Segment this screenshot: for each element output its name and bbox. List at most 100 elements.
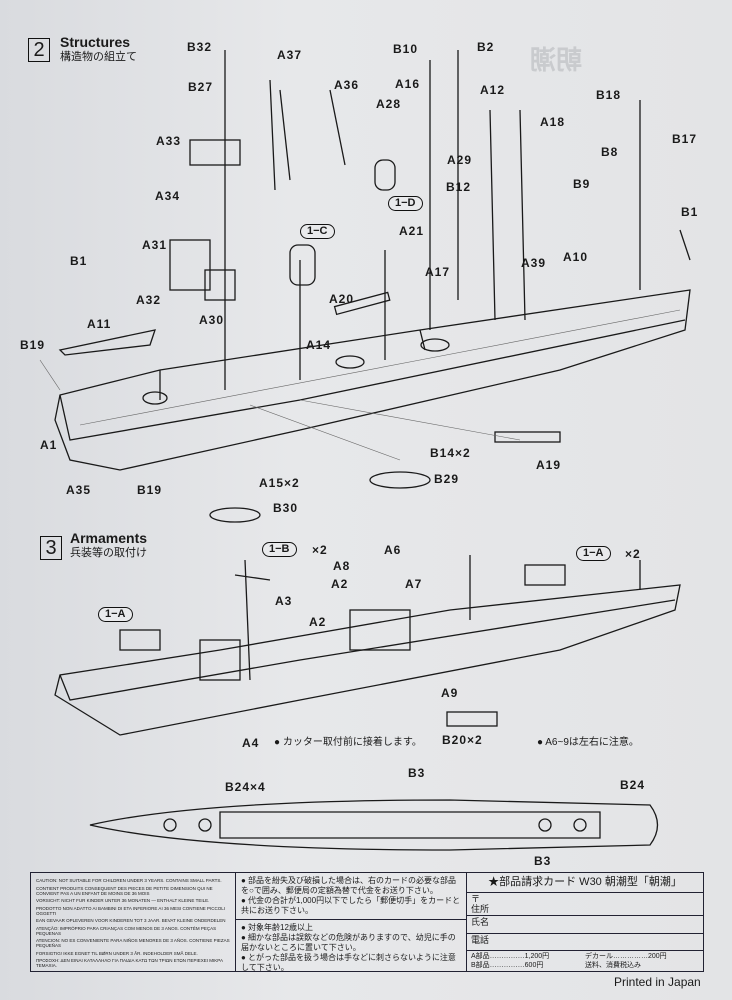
price-item: B部品……………600円 [471,962,544,969]
caution-text: PRODOTTO NON ADATTO AI BAMBINI DI ETA IN… [36,905,225,916]
part-label: A35 [66,483,92,497]
part-label: B3 [408,766,426,780]
ship-plan-view [89,799,659,851]
part-label: B10 [393,42,419,56]
part-label: A11 [87,317,112,331]
part-label: A20 [329,292,355,306]
part-label: A19 [536,458,562,472]
part-label: A14 [306,338,332,352]
part-label: A1 [40,438,58,452]
part-label: A39 [521,256,547,270]
multiplier: ×2 [312,543,328,557]
note: ● 代金の合計が1,000円以下でしたら「郵便切手」をカードと共にお送り下さい。 [241,896,461,915]
price-item: A部品……………1,200円 [471,953,550,960]
phone-field[interactable]: 電話 [467,934,703,951]
caution-text: ATENÇÃO: IMPRÓPRIO PARA CRIANÇAS COM MEN… [36,925,217,936]
request-form: ★部品請求カード W30 朝潮型「朝潮」 〒住所 氏名 電話 A部品……………1… [467,873,703,971]
part-label: B18 [596,88,622,102]
note: ● 細かな部品は誤飲などの危険がありますので、幼児に手の届かないところに置いて下… [241,933,456,952]
part-label: A37 [277,48,303,62]
subassembly-pill: 1−A [98,607,133,622]
part-label: A2 [309,615,327,629]
subassembly-pill: 1−B [262,542,297,557]
part-label: A9 [441,686,459,700]
caution-text: EAN GEVAAR OPLEVEREN VOOR KINDEREN TOT 3… [36,918,226,923]
section3-number: 3 [40,536,62,560]
part-label: A6 [384,543,402,557]
subassembly-pill: 1−C [300,224,335,239]
part-label: A28 [376,97,402,111]
section2-subtitle: 構造物の組立て [60,51,137,63]
price-item: デカール……………200円 [585,953,667,960]
ship-hull-section3 [54,584,681,736]
part-label: B19 [20,338,46,352]
part-label: A34 [155,189,181,203]
part-label: A29 [447,153,473,167]
part-label: B19 [137,483,163,497]
part-label: B27 [188,80,214,94]
caution-text: FORSIGTIG! IKKE EGNET TIL BØRN UNDER 3 Å… [36,950,198,956]
caution-text: ΠΡΟΣΟΧΗ: ΔΕΝ ΕΙΝΑΙ ΚΑΤΑΛΛΗΛΟ ΓΙΑ ΠΑΙΔΙΑ … [36,958,223,968]
part-label: B2 [477,40,495,54]
part-label: A3 [275,594,293,608]
part-label: B1 [70,254,88,268]
part-label: B12 [446,180,472,194]
address-label: 住所 [471,904,490,914]
name-label: 氏名 [471,917,490,927]
card-title: ★部品請求カード W30 朝潮型「朝潮」 [467,873,703,893]
part-label: A8 [333,559,351,573]
part-label: B24 [620,778,646,792]
printed-in-japan: Printed in Japan [614,975,701,989]
part-label: A12 [480,83,506,97]
part-label: B24×4 [225,780,266,794]
part-label: B8 [601,145,619,159]
price-list: A部品……………1,200円 デカール……………200円 B部品……………600… [467,951,703,971]
part-label: B14×2 [430,446,471,460]
part-label: B29 [434,472,460,486]
part-label: A7 [405,577,423,591]
section3-title: Armaments [70,530,148,546]
address-field[interactable]: 〒住所 [467,893,703,916]
part-label: A4 [242,736,260,750]
note-a4: ● カッター取付前に接着します。 [274,737,422,748]
part-label: B1 [681,205,699,219]
name-field[interactable]: 氏名 [467,916,703,934]
part-label: A21 [399,224,425,238]
part-label: A32 [136,293,162,307]
caution-block: CAUTION: NOT SUITABLE FOR CHILDREN UNDER… [31,873,236,971]
subassembly-pill: 1−A [576,546,611,561]
part-label: A36 [334,78,360,92]
section2-title: Structures [60,34,131,50]
note: ● 部品を紛失及び破損した場合は、右のカードの必要な部品を○で囲み、郵便局の定額… [241,876,457,895]
part-label: B9 [573,177,591,191]
price-item: 送料、消費税込み [585,962,641,969]
part-label: A10 [563,250,589,264]
ship-hull-section2 [54,289,691,471]
part-label: B32 [187,40,213,54]
caution-text: VORSICHT: NICHT FUR KINDER UNTER 36 MONA… [36,898,210,903]
caution-text: ATENCION: NO ES CONVENIENTE PARA NIÑOS M… [36,938,230,948]
caution-text: CONTIENT PRODUITS CONSEQUENT DES PIECES … [36,885,213,896]
part-label: A33 [156,134,182,148]
part-label: A2 [331,577,349,591]
note-a6: ● A6~9は左右に注意。 [537,737,639,748]
multiplier: ×2 [625,547,641,561]
part-label: B17 [672,132,698,146]
note: ● 対象年齢12歳以上 [241,923,313,932]
part-label: A31 [142,238,168,252]
section2-number: 2 [28,38,50,62]
notes-block: ● 部品を紛失及び破損した場合は、右のカードの必要な部品を○で囲み、郵便局の定額… [236,873,467,971]
phone-label: 電話 [471,934,490,945]
part-label: B20×2 [442,733,483,747]
part-label: A17 [425,265,451,279]
part-label: A30 [199,313,225,327]
caution-text: CAUTION: NOT SUITABLE FOR CHILDREN UNDER… [36,878,222,883]
part-label: A18 [540,115,566,129]
part-label: A16 [395,77,421,91]
subassembly-pill: 1−D [388,196,423,211]
note: ● とがった部品を扱う場合は手などに刺さらないように注意して下さい。 [241,953,456,972]
section3-subtitle: 兵装等の取付け [70,547,147,559]
part-label: B3 [534,854,552,868]
